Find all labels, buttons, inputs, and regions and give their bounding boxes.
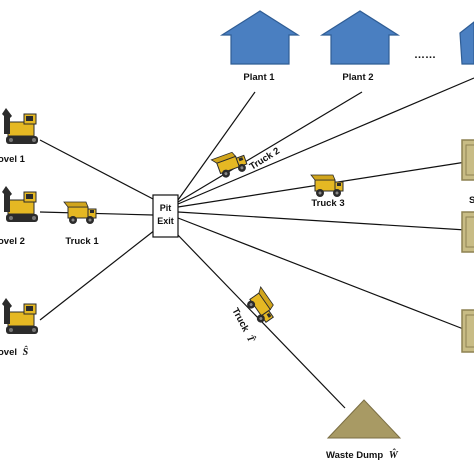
shovel-s-icon <box>1 297 39 335</box>
shovel-2: ovel 2 <box>0 185 39 247</box>
shovel-1: ovel 1 <box>0 107 39 165</box>
plant-1-label: Plant 1 <box>243 72 275 83</box>
waste-dump-label: Waste Dump Ŵ <box>326 448 399 461</box>
stockpile-2 <box>461 211 474 253</box>
plant-1-icon <box>219 10 301 65</box>
truck-t-label: Truck T̂ <box>229 305 258 345</box>
route-plant-n <box>177 77 474 205</box>
route-shovel-2 <box>39 211 154 216</box>
waste-dump: Waste Dump Ŵ <box>326 399 402 461</box>
plant-2: Plant 2 <box>319 10 401 83</box>
stockpile-3 <box>461 309 474 353</box>
pit-exit-label-1: Pit <box>160 203 172 213</box>
route-lines <box>39 77 474 409</box>
plant-n <box>459 21 474 65</box>
shovel-2-label: ovel 2 <box>0 236 25 247</box>
pit-exit: Pit Exit <box>152 194 179 238</box>
plant-2-icon <box>319 10 401 65</box>
truck-1: Truck 1 <box>63 201 99 247</box>
route-stockpile-3 <box>177 217 467 331</box>
route-shovel-s <box>39 229 156 321</box>
truck-3-icon <box>310 174 344 198</box>
stockpile-1-icon <box>461 139 474 181</box>
route-stockpile-2 <box>177 211 467 231</box>
truck-t-icon <box>242 286 280 327</box>
truck-1-label: Truck 1 <box>65 236 99 247</box>
stockpile-1 <box>461 139 474 181</box>
waste-dump-icon <box>326 399 402 439</box>
stockpile-partial-label: S <box>469 195 474 206</box>
route-shovel-1 <box>39 139 156 201</box>
stockpile-2-icon <box>461 211 474 253</box>
shovel-1-label: ovel 1 <box>0 154 26 165</box>
plant-2-label: Plant 2 <box>342 72 373 83</box>
route-plant-2 <box>177 91 363 203</box>
shovel-2-icon <box>1 185 39 223</box>
shovel-s: ovel Ŝ <box>0 297 39 358</box>
truck-1-icon <box>63 201 97 225</box>
shovel-s-label: ovel Ŝ <box>0 345 29 358</box>
stockpile-3-icon <box>461 309 474 353</box>
truck-3-label: Truck 3 <box>311 198 344 209</box>
shovel-1-icon <box>1 107 39 145</box>
plants-ellipsis: …… <box>414 49 436 61</box>
route-plant-1 <box>177 91 256 201</box>
truck-3: Truck 3 <box>310 174 345 209</box>
plant-n-icon <box>459 21 474 65</box>
pit-exit-label-2: Exit <box>157 216 174 226</box>
plant-1: Plant 1 <box>219 10 301 83</box>
